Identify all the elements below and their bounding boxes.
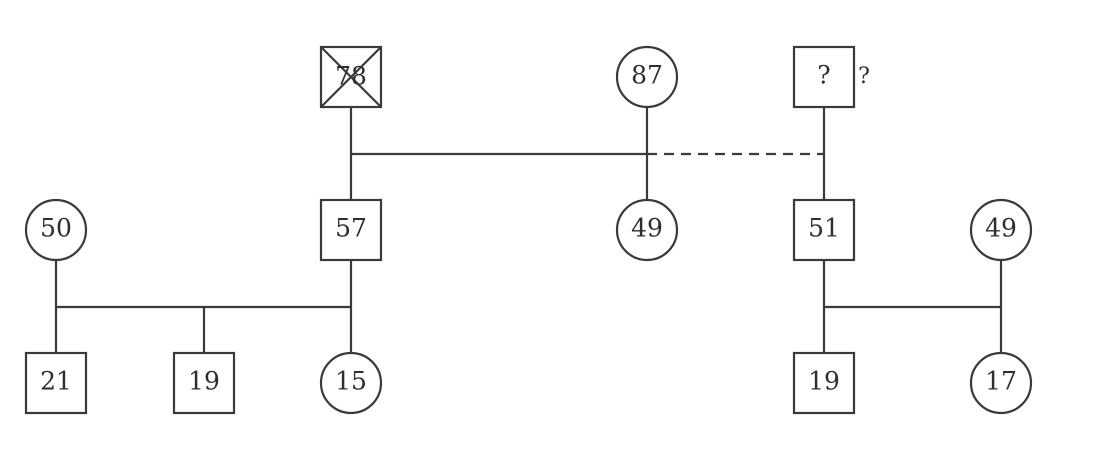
node-gen2-wife-left: 50 [24, 198, 88, 262]
node-label: 51 [808, 214, 840, 243]
node-gen1-male-deceased: 78 [319, 45, 383, 109]
node-label: 19 [808, 367, 840, 396]
node-gen2-daughter-middle: 49 [615, 198, 679, 262]
node-label: 87 [631, 61, 663, 90]
node-gen3-daughter-1: 15 [319, 351, 383, 415]
node-gen2-son-left: 57 [319, 198, 383, 262]
node-label: 19 [188, 367, 220, 396]
node-gen3-daughter-2: 17 [969, 351, 1033, 415]
node-gen3-son-1: 21 [24, 351, 88, 415]
node-gen2-son-right: 51 [792, 198, 856, 262]
node-label: ? [817, 61, 830, 90]
node-label: 57 [335, 214, 367, 243]
node-label: 21 [40, 367, 72, 396]
node-label: 49 [631, 214, 663, 243]
node-gen3-son-2: 19 [172, 351, 236, 415]
node-label: 15 [335, 367, 367, 396]
node-gen1-unknown-male: ? ? [792, 45, 870, 109]
deceased-cross-line-2 [320, 46, 382, 108]
node-gen1-female: 87 [615, 45, 679, 109]
node-gen3-son-3: 19 [792, 351, 856, 415]
node-label: 17 [985, 367, 1017, 396]
node-gen2-wife-right: 49 [969, 198, 1033, 262]
node-label: 78 [335, 62, 367, 91]
node-label: 49 [985, 214, 1017, 243]
node-label: 50 [40, 214, 72, 243]
connector-lines [54, 107, 1003, 353]
unknown-side-note: ? [858, 64, 870, 89]
